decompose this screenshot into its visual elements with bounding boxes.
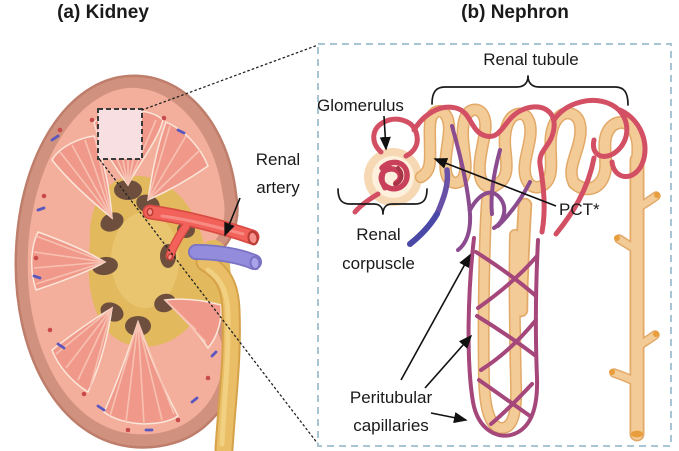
arteriole-indigo-vessel [407, 167, 451, 247]
nephron-illustration [337, 75, 660, 438]
pct-arrow [433, 158, 557, 207]
annotation-arrows [224, 115, 557, 424]
glomerulus-label: Glomerulus [317, 96, 404, 115]
panel-b-title: (b) Nephron [461, 2, 569, 23]
peritubular-arrow-1 [400, 253, 471, 381]
renal-artery-arrow [224, 197, 241, 237]
upper-capillary-connectors [450, 124, 532, 252]
crimson-arteriole-network [352, 98, 648, 237]
renal-artery-vessel [142, 204, 260, 261]
renal-corpuscle-brace [337, 188, 428, 215]
renal-tubule-label: Renal tubule [483, 50, 579, 69]
glomerulus-arrow [379, 115, 391, 151]
renal-artery-label: Renal artery [255, 150, 301, 197]
panel-a-title: (a) Kidney [57, 2, 149, 23]
peritubular-arrow-2 [424, 334, 473, 389]
peritubular-capillaries-label: Peritubular capillaries [349, 388, 433, 436]
ureter [195, 252, 241, 451]
nephron-inset-box [317, 43, 672, 447]
zoom-region-rect [97, 108, 143, 160]
renal-corpuscle-label: Renal corpuscle [342, 225, 415, 273]
renal-tubule-brace [431, 75, 629, 106]
zoom-connector-lines [99, 44, 319, 445]
glomerulus-capillary-coil [378, 159, 410, 192]
peritubular-arrow-3 [430, 412, 468, 424]
zoom-connector-line-bottom [99, 159, 319, 445]
pct-label: PCT* [559, 200, 600, 219]
pelvis-inner [111, 212, 179, 308]
zoom-connector-line-top [141, 44, 319, 111]
renal-vein-vessel [188, 244, 262, 271]
kidney-illustration [14, 74, 262, 451]
collecting-duct-tips [609, 192, 660, 438]
